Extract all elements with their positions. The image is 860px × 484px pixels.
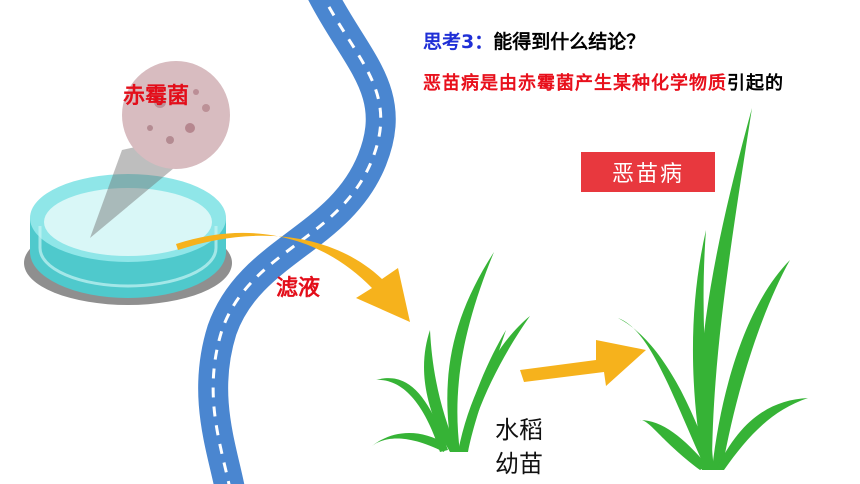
- seedling-label: 水稻 幼苗: [495, 413, 543, 481]
- magnified-fungus-icon: [90, 61, 230, 238]
- disease-badge: 恶苗病: [581, 152, 715, 192]
- petri-dish-icon: [24, 174, 232, 305]
- question-text: 能得到什么结论？: [493, 31, 646, 53]
- seedling-icon: [372, 252, 530, 452]
- conclusion-text: 恶苗病是由赤霉菌产生某种化学物质引起的: [423, 69, 784, 95]
- seedling-label-line2: 幼苗: [495, 450, 543, 478]
- conclusion-black: 引起的: [727, 73, 784, 94]
- arrow-icon: [176, 232, 410, 322]
- seedling-icon: [618, 108, 808, 470]
- conclusion-red: 恶苗病是由赤霉菌产生某种化学物质: [423, 73, 727, 94]
- fungus-label: 赤霉菌: [123, 84, 190, 109]
- question-heading: 思考3：能得到什么结论？: [423, 27, 645, 54]
- question-prefix: 思考3：: [423, 31, 494, 53]
- seedling-label-line1: 水稻: [495, 416, 543, 444]
- road-icon: [198, 0, 396, 484]
- filtrate-label: 滤液: [276, 276, 321, 301]
- arrow-icon: [520, 340, 646, 386]
